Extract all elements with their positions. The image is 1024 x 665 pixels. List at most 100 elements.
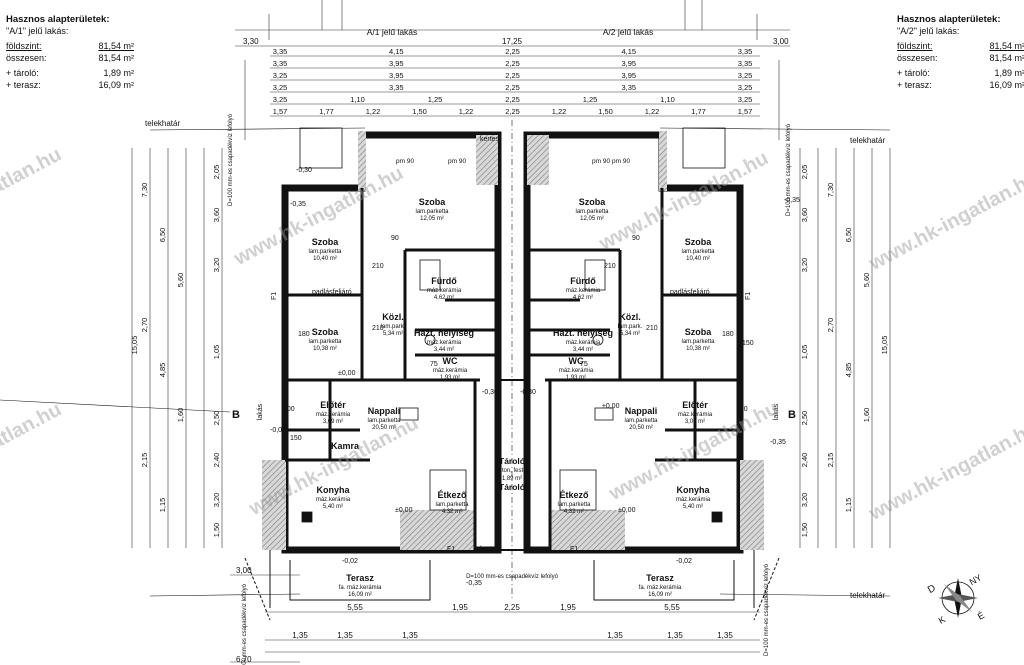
room-area: 5,34 m² [620,331,640,337]
attic-label: padlásfeljáró [312,289,352,296]
left-segment-labels: 2,053,603,201,052,502,403,201,507,306,50… [140,165,221,538]
room-area: 4,62 m² [573,295,593,301]
dimension-value: 3,35 [389,83,404,92]
storage-name: Tároló [499,482,525,492]
dimension-value: 1,05 [800,345,809,360]
dimension-value: 3,95 [389,59,404,68]
dimension-value: 1,35 [402,631,418,640]
dimension-value: 4,15 [621,47,636,56]
room-name: Házt. helyiség [553,328,613,338]
room-floor: máz.kerámia [427,340,462,346]
room-name: Előtér [682,400,708,410]
dimension-value: 3,25 [738,71,753,80]
dimension-value: 3,35 [621,83,636,92]
level-label: ±0,00 [602,403,620,410]
side-dimension-lines [131,60,891,548]
terrace-value: 16,09 m² [989,79,1024,90]
room-floor: máz.kerámia [559,368,594,374]
dimension-value: 3,25 [273,71,288,80]
door-dim: 100 [736,406,748,413]
dimension-value: 2,05 [800,165,809,180]
dimension-value: 2,25 [505,83,520,92]
door-dim: 90 [391,235,399,242]
opening-label: pm 90 [396,158,414,165]
room-name: Fürdő [570,276,596,286]
storage-label: + tároló: [6,68,39,78]
section-marker: B [232,409,240,421]
gutter-label: D=100 mm-es csapadékvíz lefolyó [228,113,234,206]
door-dim: 180 [298,331,310,338]
dimension-value: 5,55 [347,603,363,612]
total-width-label: 17,25 [502,37,523,46]
room-area: 10,38 m² [686,346,710,352]
area-summary-a1: Hasznos alapterületek: "A/1" jelű lakás:… [6,14,134,91]
room-name: WC [569,356,584,366]
terrace-label: + terasz: [897,79,932,90]
room-floor: lam.parketta [681,249,715,255]
storage-area: 1,89 m² [502,476,522,482]
dimension-value: 6,50 [158,228,167,243]
dimension-value: 1,60 [176,408,185,423]
room-area: 3,44 m² [434,347,454,353]
room-name: Szoba [685,327,712,337]
room-floor: lam.parketta [308,339,342,345]
door-dim: 150 [742,340,754,347]
dimension-value: 3,25 [738,95,753,104]
door-dim: 90 [632,235,640,242]
total-label: összesen: [6,52,47,63]
dimension-value: 3,95 [389,71,404,80]
door-dim: 150 [290,435,302,442]
right-segment-labels: 2,053,603,201,052,502,403,201,507,306,50… [800,165,871,538]
room-name: Konyha [676,485,710,495]
dimension-value: 2,40 [212,453,221,468]
door-dim: 210 [646,325,658,332]
storage-name: Tároló [499,456,525,466]
room-floor: máz.kerámia [566,288,601,294]
top-dimension-labels: 17,25 3,30 3,00 A/1 jelű lakás A/2 jelű … [243,27,789,116]
door-dim: 210 [372,325,384,332]
room-name: Szoba [419,197,446,207]
unit-a2-header: A/2 jelű lakás [603,27,654,37]
right-overall-dim: 15,05 [880,336,889,355]
dimension-value: 7,30 [140,183,149,198]
room-name: Házt. helyiség [414,328,474,338]
terrace-value: 16,09 m² [98,79,134,90]
dimension-value: 1,35 [292,631,308,640]
dimension-value: 1,95 [560,603,576,612]
dimension-value: 2,05 [212,165,221,180]
level-label: ±0,00 [338,370,356,377]
area-summary-a2: Hasznos alapterületek: "A/2" jelű lakás:… [897,14,1024,91]
gutter-label: D=100 mm-es csapadékvíz lefolyó [786,123,792,216]
dimension-value: 5,60 [862,273,871,288]
room-name: Kamra [331,441,360,451]
level-label: -0,02 [676,558,692,565]
level-label: -0,35 [770,439,786,446]
room-area: 3,44 m² [573,347,593,353]
dimension-value: 2,40 [800,453,809,468]
room-floor: lam.parketta [308,249,342,255]
room-name: Előtér [320,400,346,410]
room-floor: lam.parketta [435,502,469,508]
door-dim: 210 [372,263,384,270]
dimension-value: 1,77 [319,107,334,116]
room-floor: máz.kerámia [427,288,462,294]
room-area: 1,93 m² [566,375,586,381]
room-name: Étkező [437,490,467,500]
level-label: -0,35 [290,201,306,208]
f1-label: F1 [745,292,752,300]
top-dimensions [235,0,790,117]
room-name: WC [443,356,458,366]
dimension-value: 3,95 [621,71,636,80]
dimension-value: 3,25 [273,83,288,92]
dimension-value: 3,35 [738,47,753,56]
room-floor: lam.parketta [415,209,449,215]
dimension-value: 4,85 [158,363,167,378]
gutter-label: D=100 mm-es csapadékvíz lefolyó [466,574,559,580]
room-area: 16,09 m² [348,592,372,598]
room-area: 10,38 m² [313,346,337,352]
dimension-value: 3,35 [738,59,753,68]
dimension-value: 2,25 [504,603,520,612]
